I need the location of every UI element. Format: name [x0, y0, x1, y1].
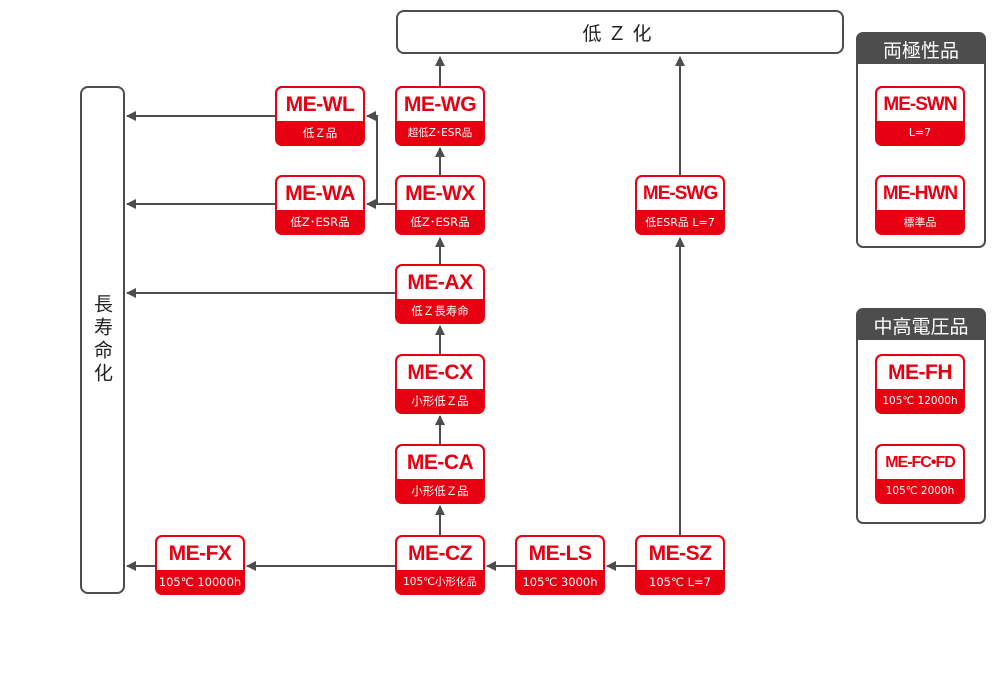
series-name: ME-FH [877, 356, 963, 389]
series-me-fh[interactable]: ME-FH 105℃ 12000h [875, 354, 965, 414]
series-feature: 105℃ 2000h [885, 484, 955, 497]
legend-title: 両極性品 [858, 34, 984, 64]
series-feature: 低Z･ESR品 [290, 214, 350, 229]
series-name: ME-FX [157, 537, 243, 570]
series-feature: 低ESR品 L=7 [645, 215, 715, 229]
series-name: ME-FC•FD [877, 446, 963, 479]
series-me-ca[interactable]: ME-CA 小形低Ｚ品 [395, 444, 485, 504]
series-name: ME-WL [277, 88, 363, 121]
series-feature: 低Ｚ長寿命 [411, 303, 469, 318]
target-low-impedance: 低Ｚ化 [396, 10, 844, 54]
series-me-wx[interactable]: ME-WX 低Z･ESR品 [395, 175, 485, 235]
series-name: ME-AX [397, 266, 483, 299]
series-feature: 105℃ 12000h [882, 394, 958, 407]
series-name: ME-SWG [637, 177, 723, 210]
series-me-swg[interactable]: ME-SWG 低ESR品 L=7 [635, 175, 725, 235]
series-name: ME-CZ [397, 537, 483, 570]
series-feature: 105℃小形化品 [403, 576, 477, 588]
series-feature: 105℃ L=7 [649, 574, 711, 589]
series-name: ME-WX [397, 177, 483, 210]
series-name: ME-CA [397, 446, 483, 479]
series-name: ME-SWN [877, 88, 963, 121]
series-me-sz[interactable]: ME-SZ 105℃ L=7 [635, 535, 725, 595]
arrow-to-wl [366, 111, 395, 205]
legend-title: 中高電圧品 [858, 310, 984, 340]
series-me-hwn[interactable]: ME-HWN 標準品 [875, 175, 965, 235]
series-feature: 低Ｚ品 [302, 125, 338, 140]
series-me-swn[interactable]: ME-SWN L=7 [875, 86, 965, 146]
series-me-ls[interactable]: ME-LS 105℃ 3000h [515, 535, 605, 595]
series-feature: 標準品 [903, 215, 937, 229]
target-long-life: 長寿命化 [80, 86, 125, 594]
series-feature: 小形低Ｚ品 [411, 393, 469, 408]
series-name: ME-WA [277, 177, 363, 210]
series-feature: 小形低Ｚ品 [411, 483, 469, 498]
target-long-life-label: 長寿命化 [91, 294, 113, 386]
series-feature: L=7 [908, 126, 932, 139]
series-me-wg[interactable]: ME-WG 超低Z･ESR品 [395, 86, 485, 146]
series-me-cx[interactable]: ME-CX 小形低Ｚ品 [395, 354, 485, 414]
series-me-wl[interactable]: ME-WL 低Ｚ品 [275, 86, 365, 146]
series-me-ax[interactable]: ME-AX 低Ｚ長寿命 [395, 264, 485, 324]
series-feature: 105℃ 10000h [158, 574, 242, 589]
series-feature: 105℃ 3000h [522, 574, 598, 589]
series-feature: 超低Z･ESR品 [407, 127, 473, 139]
series-name: ME-CX [397, 356, 483, 389]
series-name: ME-HWN [877, 177, 963, 210]
target-low-impedance-label: 低Ｚ化 [582, 22, 658, 45]
series-me-cz[interactable]: ME-CZ 105℃小形化品 [395, 535, 485, 595]
series-name: ME-LS [517, 537, 603, 570]
series-name: ME-SZ [637, 537, 723, 570]
series-me-wa[interactable]: ME-WA 低Z･ESR品 [275, 175, 365, 235]
series-me-fc-fd[interactable]: ME-FC•FD 105℃ 2000h [875, 444, 965, 504]
series-name: ME-WG [397, 88, 483, 121]
series-me-fx[interactable]: ME-FX 105℃ 10000h [155, 535, 245, 595]
series-feature: 低Z･ESR品 [410, 214, 470, 229]
